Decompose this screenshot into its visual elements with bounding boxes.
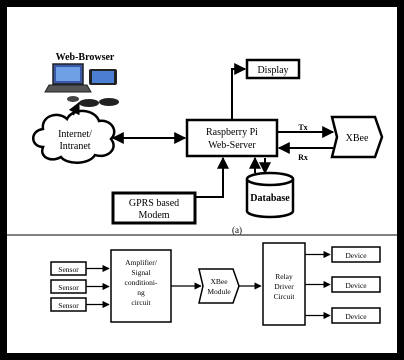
amplifier-label-2: Signal (131, 268, 150, 277)
amplifier-label-5: circuit (131, 298, 151, 307)
server-box (185, 118, 279, 158)
rx-label: Rx (298, 153, 308, 162)
server-label-2: Web-Server (208, 140, 256, 151)
relay-label-2: Driver (274, 282, 294, 291)
sensor-label-2: Sensor (58, 283, 79, 292)
xbee-module-label-2: Module (207, 287, 231, 296)
laptop-icon (44, 63, 92, 93)
web-browser-label: Web-Browser (56, 52, 115, 63)
block-diagram: Web-Browser Internet/ Intranet Display R… (7, 52, 397, 326)
display-box (245, 58, 301, 80)
caption-a: (a) (232, 225, 242, 235)
sensor-label-1: Sensor (58, 265, 79, 274)
amplifier-label-4: ng (137, 288, 145, 297)
tablet-icon (89, 69, 117, 85)
amplifier-label-1: Amplifier/ (125, 258, 158, 267)
database-cylinder (245, 171, 295, 219)
connectors-b (86, 250, 331, 320)
device-box-1 (331, 246, 381, 263)
server-label-1: Raspberry Pi (206, 127, 258, 138)
device-box-3 (331, 307, 381, 324)
display-label: Display (257, 65, 288, 76)
amplifier-box (110, 249, 172, 323)
xbee-module-box (198, 268, 240, 304)
xbee-module-label-1: XBee (210, 277, 228, 286)
gprs-label-1: GPRS based (129, 198, 179, 209)
connectors-a (68, 63, 335, 198)
relay-label-1: Relay (275, 272, 293, 281)
device-label-2: Device (345, 281, 367, 290)
xbee-box (330, 115, 384, 159)
xbee-label: XBee (346, 133, 369, 144)
database-label: Database (250, 193, 290, 204)
internet-cloud (32, 109, 116, 164)
internet-label-1: Internet/ (58, 129, 92, 140)
tx-label: Tx (298, 123, 307, 132)
device-label-1: Device (345, 251, 367, 260)
diagram-canvas: Web-Browser Internet/ Intranet Display R… (7, 7, 397, 353)
internet-label-2: Intranet (59, 141, 90, 152)
device-box-2 (331, 276, 381, 293)
relay-driver-box (262, 242, 306, 326)
amplifier-label-3: conditioni- (125, 278, 158, 287)
device-label-3: Device (345, 312, 367, 321)
mobile-phones-icon (67, 96, 119, 107)
gprs-label-2: Modem (138, 210, 169, 221)
relay-label-3: Circuit (274, 292, 296, 301)
gprs-modem-box (111, 191, 197, 225)
sensor-label-3: Sensor (58, 301, 79, 310)
